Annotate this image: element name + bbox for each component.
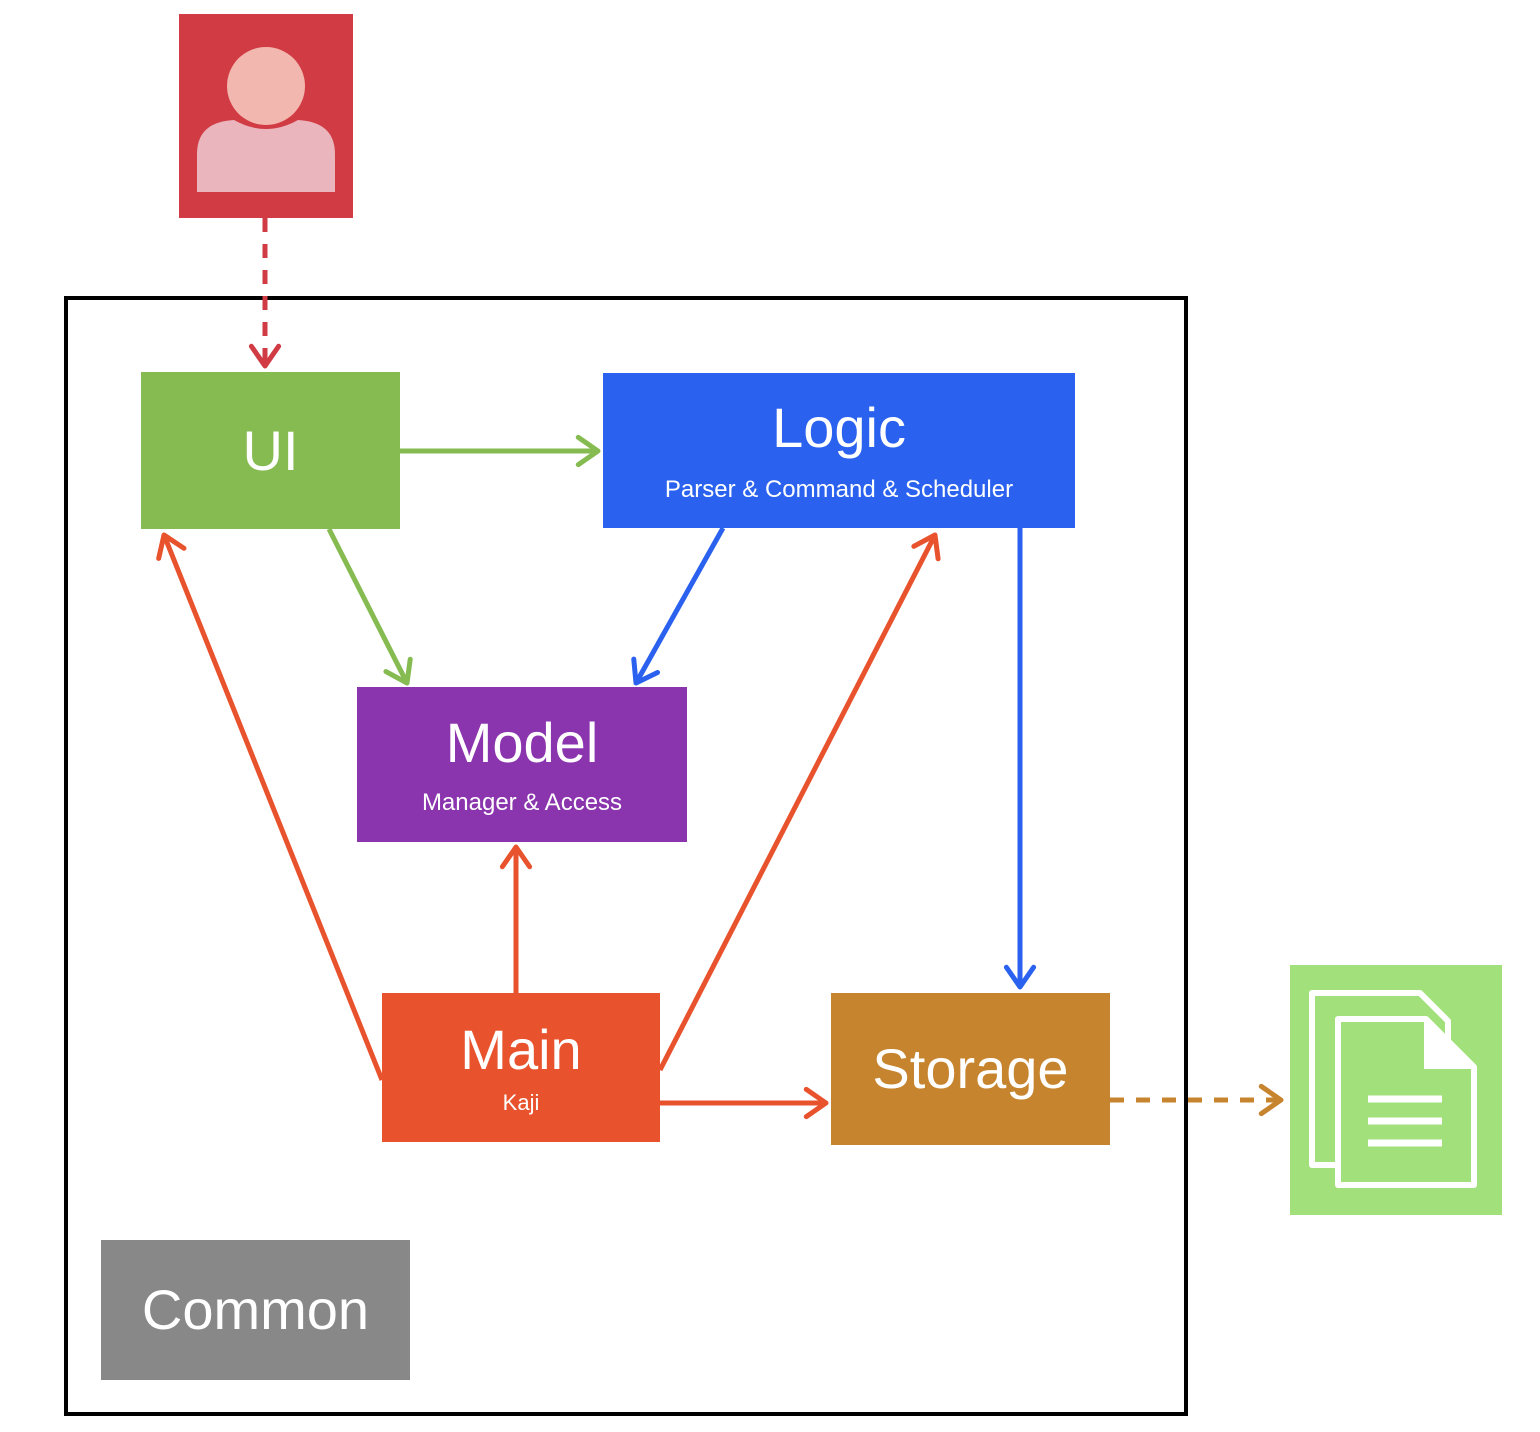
arrowhead bbox=[575, 434, 601, 468]
main-title: Main bbox=[460, 1017, 582, 1081]
arrowhead bbox=[383, 656, 413, 686]
logic-subtitle: Parser & Command & Scheduler bbox=[664, 475, 1014, 503]
arrowhead bbox=[499, 844, 533, 870]
ui-title: UI bbox=[242, 418, 299, 482]
arrowhead bbox=[1003, 964, 1037, 990]
logic-component: Logic Parser & Command & Scheduler bbox=[603, 373, 1075, 528]
model-title: Model bbox=[445, 710, 599, 774]
arrow-storage-to-file bbox=[1110, 1083, 1284, 1117]
arrow-ui-to-model bbox=[326, 527, 413, 686]
main-component: Main Kaji bbox=[382, 993, 660, 1142]
common-title: Common bbox=[141, 1278, 370, 1341]
model-component: Model Manager & Access bbox=[357, 687, 687, 842]
arrow-user-to-ui bbox=[248, 218, 282, 369]
storage-component: Storage bbox=[831, 993, 1110, 1145]
storage-title: Storage bbox=[872, 1037, 1069, 1100]
arrowhead bbox=[803, 1086, 829, 1120]
arrow-ui-to-logic bbox=[400, 434, 601, 468]
arrow-logic-to-model bbox=[631, 526, 726, 686]
arrow-logic-to-storage bbox=[1003, 528, 1037, 990]
arrow-main-to-storage bbox=[660, 1086, 829, 1120]
arrow-main-to-ui bbox=[156, 532, 385, 1081]
logic-title: Logic bbox=[772, 395, 906, 459]
architecture-boundary bbox=[64, 296, 1188, 1416]
user-icon bbox=[179, 14, 353, 218]
document-stack-icon bbox=[1290, 965, 1502, 1215]
ui-component: UI bbox=[141, 372, 400, 529]
common-component: Common bbox=[101, 1240, 410, 1380]
arrow-main-to-model bbox=[499, 844, 533, 993]
arrowhead bbox=[248, 343, 282, 369]
model-subtitle: Manager & Access bbox=[421, 788, 623, 816]
arrow-main-to-logic bbox=[657, 532, 941, 1072]
arrowhead bbox=[156, 532, 187, 561]
arrowhead bbox=[911, 532, 941, 562]
arrowhead bbox=[631, 656, 661, 686]
main-subtitle: Kaji bbox=[502, 1089, 540, 1115]
arrowhead bbox=[1258, 1083, 1284, 1117]
